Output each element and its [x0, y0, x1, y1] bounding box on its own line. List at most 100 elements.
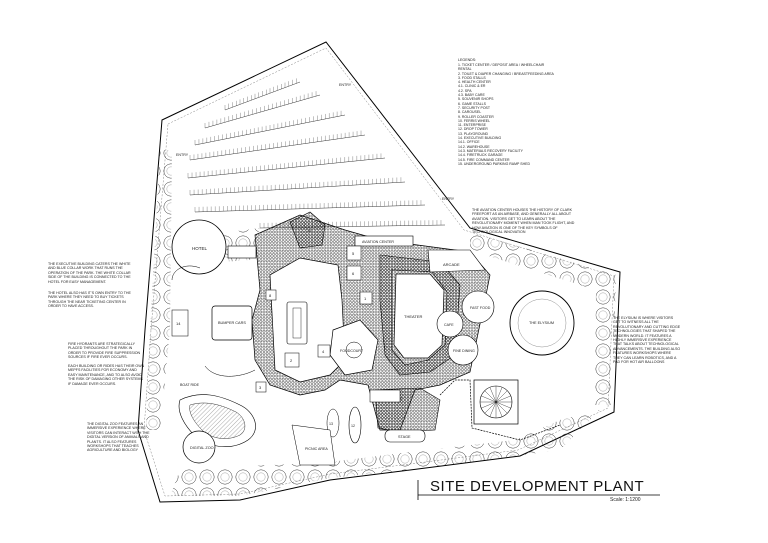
theater-building — [393, 273, 445, 359]
legend-item: 14. EXECUTIVE BUILDING — [458, 136, 502, 141]
foodcourt-label: FOODCOURT — [340, 349, 364, 353]
entry-top-label: ENTRY — [339, 83, 352, 87]
legend-item: 4.1. CLINIC & ER — [458, 84, 486, 89]
digital-zoo-label: DIGITAL ZOO — [190, 446, 214, 450]
legend-item: 12. DROP TOWER — [458, 127, 488, 132]
ferris-wheel-spoke — [489, 401, 497, 417]
ferris-wheel-spoke — [495, 395, 511, 403]
bumper-cars-building — [211, 305, 253, 341]
carousel — [345, 341, 363, 359]
building-8-label: 8 — [269, 293, 272, 298]
roller-coaster-track — [286, 301, 308, 345]
tree-belt-east — [470, 232, 616, 405]
tree-belt-west — [146, 150, 172, 430]
note-rides: EACH BUILDING OR RIDES HAS THEIR OWN MEP… — [68, 364, 145, 386]
ferris-wheel-spoke — [481, 401, 497, 409]
building-1-label: 1 — [364, 296, 367, 301]
ferris-wheel-spoke — [484, 390, 497, 403]
entry-line-top — [325, 41, 347, 69]
stage-label: STAGE — [398, 435, 411, 439]
parking-row — [189, 181, 406, 196]
building-3 — [255, 381, 267, 393]
ferris-wheel-spoke — [481, 395, 497, 403]
ferris-wheel-spokes — [480, 386, 512, 418]
bumper-cars-label: BUMPER CARS — [218, 321, 246, 325]
fine-dining-building — [447, 334, 479, 366]
cafe-building — [436, 310, 464, 338]
legend-item: 13. PLAYGROUND — [458, 131, 489, 136]
ticket-center-building — [227, 245, 257, 259]
legend-list: 1. TICKET CENTER / DEPOSIT AREA / WHEELC… — [458, 63, 554, 166]
building-6-label: 6 — [352, 271, 355, 276]
building-14 — [171, 309, 189, 337]
theater-label: THEATER — [404, 314, 422, 319]
note-elysium: THE ELYSIUM IS WHERE VISITORS GET TO WIT… — [613, 316, 681, 365]
legend-item: 14.1. OFFICE — [458, 140, 480, 145]
legend-item: 15. UNDERGROUND PARKING RAMP SHED — [458, 161, 531, 166]
ferris-wheel-spoke — [495, 401, 511, 409]
note-zoo: THE DIGITAL ZOO FEATURES AN IMMERSIVE EX… — [87, 422, 150, 453]
boat-ride-channel-inner — [189, 402, 246, 439]
building-4 — [317, 344, 331, 358]
picnic-area-label: PICNIC AREA — [305, 447, 328, 451]
legend-item: 14.3. MATERIALS RECOVERY FACILITY — [458, 148, 523, 153]
building-14-label: 14 — [176, 321, 181, 326]
arcade-label: ARCADE — [443, 262, 460, 267]
south-path — [439, 379, 561, 441]
elysium-label: THE ELYSIUM — [529, 321, 554, 325]
digital-zoo-building — [182, 430, 216, 464]
walkway-north-spur — [289, 211, 326, 249]
entry-left-label: ENTRY — [176, 153, 189, 157]
aviation-center-label: AVIATION CENTER — [362, 240, 394, 244]
hotel-label: HOTEL — [192, 246, 208, 251]
building-6 — [346, 265, 362, 281]
building-2 — [284, 352, 300, 368]
legend-item: 3. FOOD STALLS — [458, 75, 486, 80]
legend-item: 4. HEALTH CENTER — [458, 80, 491, 85]
hotel-building — [171, 219, 227, 275]
note-executive: THE EXECUTIVE BUILDING CATERS THE WHITE … — [48, 262, 131, 284]
boat-ride-label: BOAT RIDE — [180, 383, 200, 387]
building-13-label: 13 — [329, 422, 333, 426]
legend-item: 10. FERRIS WHEEL — [458, 118, 491, 123]
cafe-label: CAFE — [444, 323, 454, 327]
drawing-scale: Scale: 1:1200 — [610, 497, 641, 503]
legend-item: 7. SECURITY POST — [458, 105, 491, 110]
legend-item: 9. ROLLER COASTER — [458, 114, 494, 119]
legend-item: 5. SOUVENIR SHOPS — [458, 97, 494, 102]
parking-row — [194, 204, 426, 213]
drop-tower — [348, 406, 362, 444]
legend-item: 8. CAROUSEL — [458, 110, 482, 115]
legend-item: 14.2. WAREHOUSE — [458, 144, 490, 149]
drawing-title: SITE DEVELOPMENT PLANT — [430, 478, 645, 495]
ferris-wheel-spoke — [484, 401, 497, 414]
building-8 — [265, 289, 277, 301]
building-4-label: 4 — [322, 349, 325, 354]
elysium-inner-ring — [517, 298, 567, 348]
fast-food-building — [461, 290, 495, 324]
building-1 — [359, 291, 373, 305]
circulation-loop — [171, 265, 256, 377]
fast-food-label: FAST FOOD — [470, 306, 491, 310]
parking-row — [204, 94, 321, 129]
ferris-wheel-spoke — [495, 401, 508, 414]
stage-building — [384, 429, 426, 443]
tree-belt-south — [170, 410, 600, 496]
legend-item: 14.5. FIRE COMMAND CENTER — [458, 157, 510, 162]
arcade-building — [427, 249, 486, 273]
roller-coaster-inner — [292, 307, 302, 339]
legend-item: 14.4. FIRETRUCK GARAGE — [458, 153, 503, 158]
legend-title: LEGENDS: — [458, 58, 477, 62]
building-5 — [346, 245, 362, 261]
parking-row — [187, 157, 386, 179]
legend-item: 11. ENTERPRISE — [458, 123, 486, 128]
note-hydrants: FIRE HYDRANTS ARE STRATEGICALLY PLACED T… — [68, 342, 141, 360]
picnic-area — [291, 424, 336, 466]
fine-dining-label: FINE DINING — [453, 349, 475, 353]
ferris-wheel-spoke — [495, 401, 503, 417]
building-3-label: 3 — [259, 385, 262, 390]
note-aviation: THE AVIATION CENTER HOUSES THE HISTORY O… — [472, 208, 575, 235]
note-hotel: THE HOTEL ALSO HAS IT'S OWN ENTRY TO THE… — [48, 291, 131, 309]
playground-area — [369, 389, 401, 403]
building-12-label: 12 — [351, 424, 355, 428]
